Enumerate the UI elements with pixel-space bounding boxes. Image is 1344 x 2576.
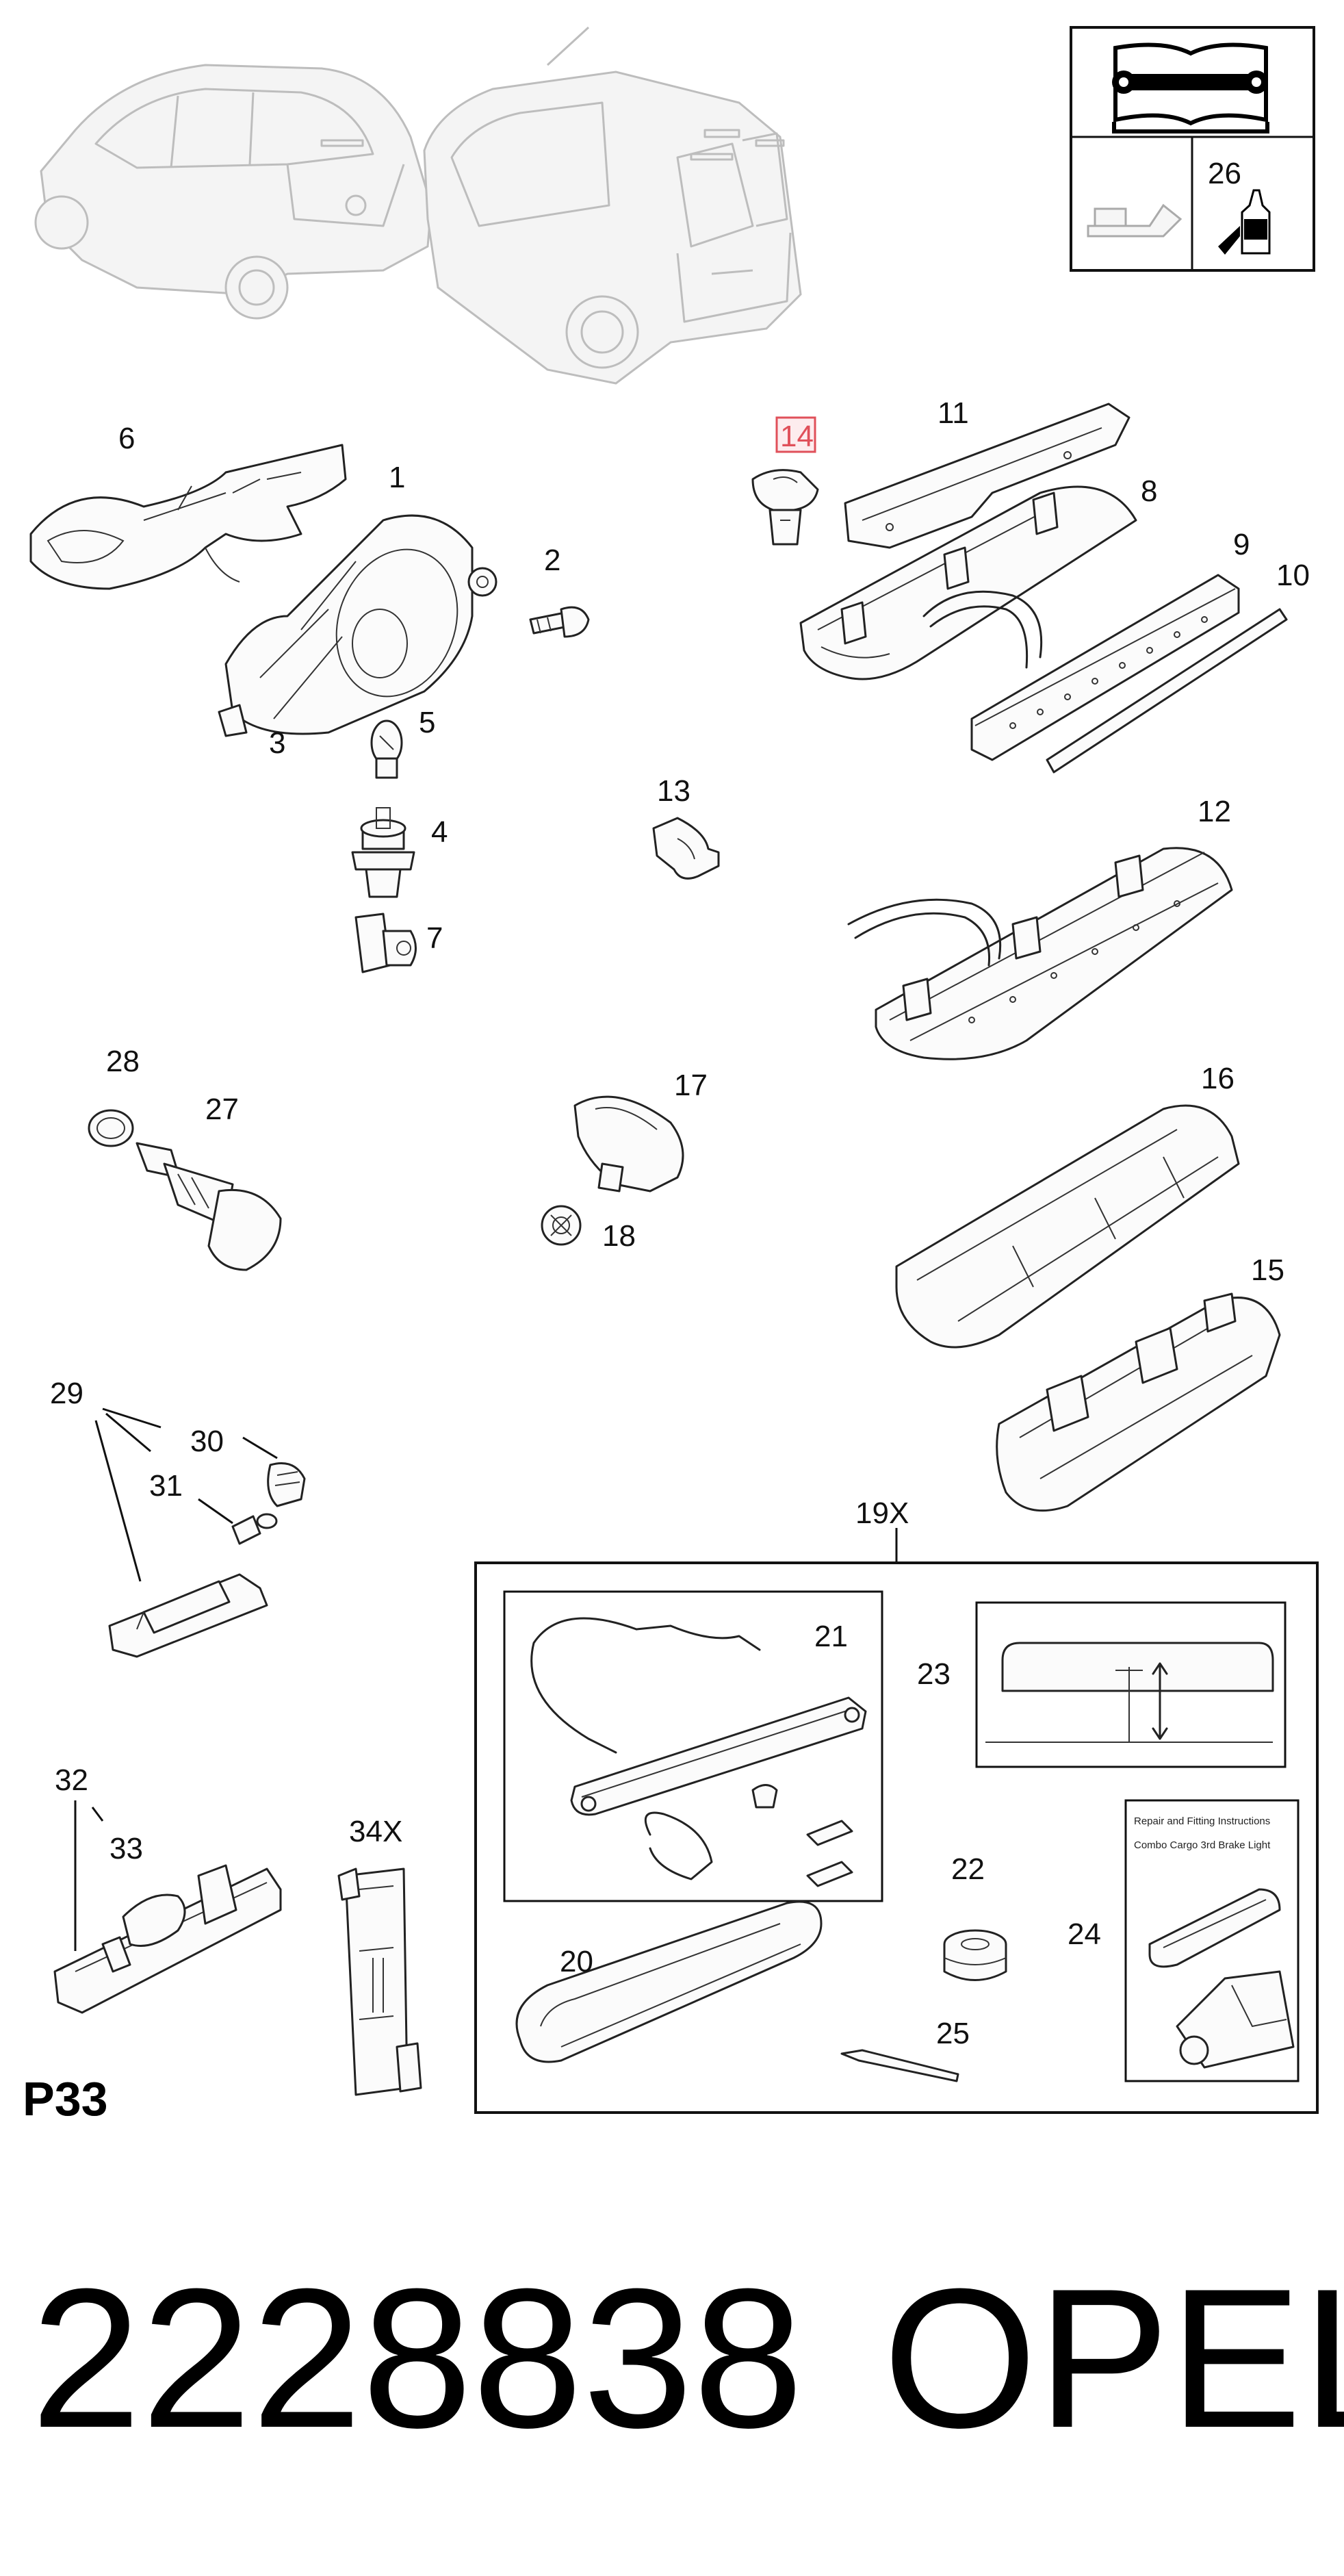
part-27-switch — [135, 1142, 282, 1271]
callout-9[interactable]: 9 — [1233, 528, 1250, 561]
callout-14[interactable]: 14 — [780, 420, 814, 453]
part-18-bulb-socket — [541, 1205, 582, 1246]
part-25-cable-tie — [840, 2049, 959, 2082]
callout-5[interactable]: 5 — [419, 706, 435, 739]
part-20-lamp-cover — [515, 1900, 823, 2063]
callout-11[interactable]: 11 — [938, 396, 969, 430]
page-code: P33 — [23, 2072, 108, 2126]
callout-27[interactable]: 27 — [205, 1093, 239, 1126]
leader-lines — [74, 1407, 278, 1951]
part-32-license-lamp-housing — [53, 1867, 282, 2014]
workshop-manual-icon — [1112, 42, 1269, 133]
part-34x-bracket — [337, 1867, 422, 2096]
callout-34x[interactable]: 34X — [349, 1815, 402, 1848]
part-11-mounting-plate — [844, 403, 1130, 549]
callout-1[interactable]: 1 — [389, 461, 405, 494]
part-12-light-unit — [847, 847, 1233, 1060]
part-22-grommet — [943, 1929, 1007, 1981]
corsa-hatchback-silhouette — [34, 64, 432, 320]
part-5-bulb — [370, 719, 403, 779]
instruction-sheet-title: Repair and Fitting Instructions — [1134, 1815, 1270, 1827]
symbol-legend-box — [1070, 26, 1315, 272]
callout-15[interactable]: 15 — [1251, 1253, 1284, 1287]
callout-25[interactable]: 25 — [936, 2017, 970, 2050]
callout-14-highlighted[interactable]: 14 — [775, 416, 816, 453]
part-1-lamp-housing — [218, 514, 497, 737]
callout-24[interactable]: 24 — [1068, 1917, 1101, 1951]
part-number: 2228838 — [31, 2247, 803, 2469]
part-6-mounting-bracket — [29, 444, 347, 590]
callout-33[interactable]: 33 — [109, 1832, 143, 1865]
part-17-lamp-cap — [573, 1095, 684, 1193]
callout-30[interactable]: 30 — [190, 1425, 224, 1458]
part-14-grommet — [751, 469, 819, 546]
callout-29[interactable]: 29 — [50, 1377, 83, 1410]
callout-10[interactable]: 10 — [1276, 559, 1310, 592]
callout-labels: 1 2 3 4 5 6 7 8 9 10 11 12 13 14 15 16 1… — [50, 157, 1310, 2050]
callout-26[interactable]: 26 — [1208, 157, 1241, 190]
callout-22[interactable]: 22 — [951, 1852, 985, 1886]
callout-7[interactable]: 7 — [426, 921, 443, 955]
part-9-led-strip — [970, 574, 1240, 761]
part-24-instruction-sheet: Repair and Fitting Instructions Combo Ca… — [1134, 1815, 1295, 2069]
part-2-screw — [529, 606, 590, 638]
oil-can-icon — [1087, 203, 1183, 238]
instruction-sheet-subtitle: Combo Cargo 3rd Brake Light — [1134, 1839, 1271, 1851]
vehicle-reference-illustration — [34, 26, 802, 385]
callout-16[interactable]: 16 — [1201, 1062, 1235, 1095]
part-8-housing-tray — [799, 485, 1137, 680]
callout-19x[interactable]: 19X — [855, 1496, 909, 1530]
callout-21[interactable]: 21 — [814, 1620, 848, 1653]
combo-van-silhouette — [423, 26, 802, 385]
callout-20[interactable]: 20 — [560, 1945, 593, 1978]
callout-17[interactable]: 17 — [674, 1069, 708, 1102]
part-16-cover-housing — [895, 1104, 1240, 1349]
part-13-clip — [652, 817, 720, 880]
callout-18[interactable]: 18 — [602, 1219, 636, 1253]
part-33-festoon-bulb — [101, 1864, 237, 1973]
part-28-o-ring — [88, 1109, 134, 1147]
adhesive-bottle-icon — [1218, 189, 1271, 255]
part-30-bulb-holder — [267, 1462, 306, 1507]
callout-4[interactable]: 4 — [431, 815, 448, 849]
part-4-bulb-holder — [351, 807, 415, 898]
part-21-brake-light-assembly — [530, 1617, 867, 1887]
part-31-bulb — [231, 1513, 278, 1545]
callout-31[interactable]: 31 — [149, 1469, 183, 1503]
callout-13[interactable]: 13 — [657, 774, 690, 808]
callout-2[interactable]: 2 — [544, 544, 560, 577]
callout-6[interactable]: 6 — [118, 422, 135, 455]
callout-12[interactable]: 12 — [1198, 795, 1231, 828]
part-15-lamp-housing — [996, 1292, 1281, 1512]
part-29-license-lamp — [108, 1573, 268, 1658]
callout-32[interactable]: 32 — [55, 1763, 88, 1797]
callout-8[interactable]: 8 — [1141, 474, 1157, 508]
part-7-retaining-clip — [354, 913, 417, 973]
kit-19x-box: Repair and Fitting Instructions Combo Ca… — [474, 1540, 1319, 2114]
part-23-fitting-template — [985, 1642, 1274, 1743]
callout-23[interactable]: 23 — [917, 1657, 951, 1691]
part-10-seal-strip — [1046, 608, 1288, 774]
callout-28[interactable]: 28 — [106, 1045, 140, 1078]
callout-3[interactable]: 3 — [269, 726, 285, 760]
brand-name: OPEL — [883, 2247, 1344, 2469]
